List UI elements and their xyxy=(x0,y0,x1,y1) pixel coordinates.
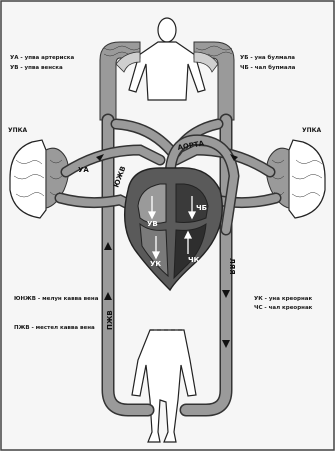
legend-vb-heart: УБ - уна булмала xyxy=(240,54,295,61)
legend-ynkb: ЮНЖВ - мелун кавва вена xyxy=(14,296,99,302)
legend-vb: УВ - упва венска xyxy=(10,65,63,71)
legend-ck: ЧС - чал креорнак xyxy=(254,305,313,311)
vessel-label-uk: УК xyxy=(150,260,161,268)
vessel-label-pvb: ПЖВ xyxy=(106,310,114,330)
vessel-label-vb: УВ xyxy=(147,220,158,228)
vessel-label-cb: ЧБ xyxy=(196,204,207,212)
legend-ua: УА - упва артериска xyxy=(10,55,74,61)
vessel-label-ua: УА xyxy=(78,166,89,174)
vessel-label-aa: ЛЯЯ xyxy=(228,258,236,275)
lung-right-label: УПКА xyxy=(302,127,322,134)
legend-uk: УК - уна креорнак xyxy=(254,296,312,302)
legend-pkb: ПЖВ - местел кавва вена xyxy=(14,325,95,331)
legend-cb: ЧБ - чал бупмала xyxy=(240,64,296,71)
lung-left-label: УПКА xyxy=(8,127,28,134)
vessel-label-ck: ЧК xyxy=(188,256,200,264)
